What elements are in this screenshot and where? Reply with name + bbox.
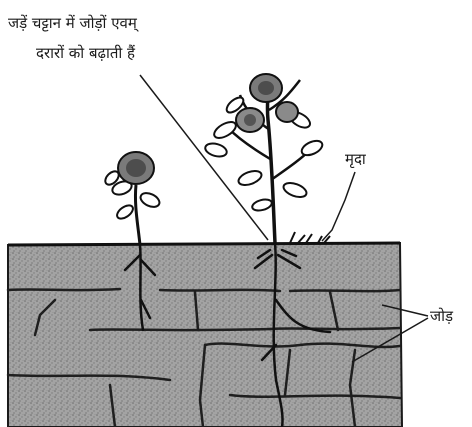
roots-leader-line — [140, 75, 268, 240]
soil-label: मृदा — [345, 150, 366, 168]
grass-tufts — [290, 232, 330, 243]
roots-caption-line2: दरारों को बढ़ाती हैं — [36, 44, 135, 62]
left-plant-flower — [118, 152, 154, 184]
right-plant-leaves — [204, 95, 325, 213]
left-plant-stem — [135, 185, 140, 245]
joint-label: जोड़ — [430, 307, 453, 325]
rock-layer — [8, 243, 402, 427]
roots-caption-line1: जड़ें चट्टान में जोड़ों एवम् — [8, 14, 137, 32]
soil-leader-line — [322, 172, 355, 241]
ground-surface-line — [8, 243, 400, 245]
